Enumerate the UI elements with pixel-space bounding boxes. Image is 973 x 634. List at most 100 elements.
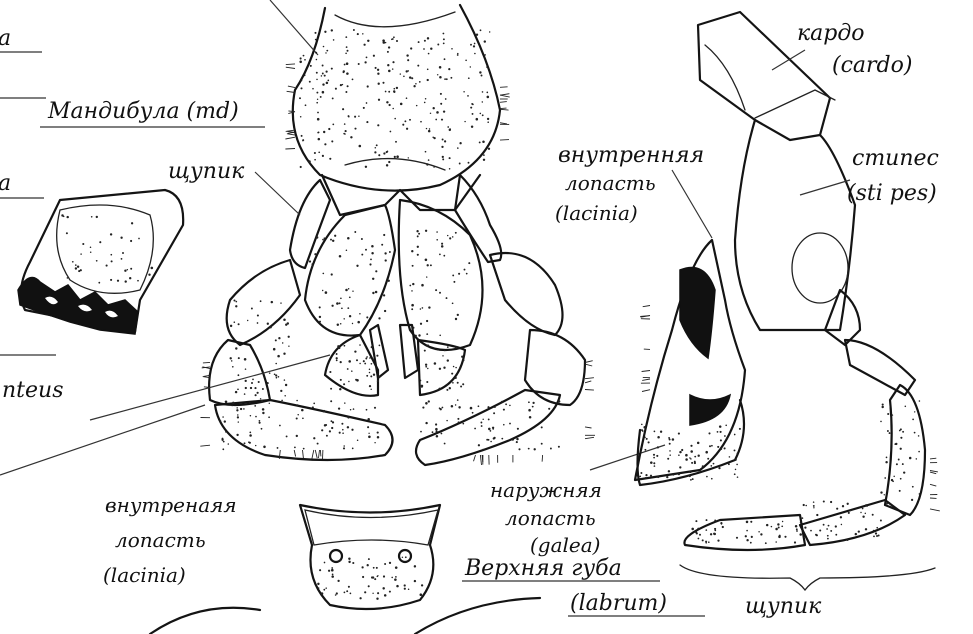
stipple-dot [451, 48, 453, 50]
stipple-dot [689, 457, 690, 458]
stipple-dot [344, 64, 346, 66]
stipple-dot [378, 99, 380, 101]
stipple-dot [446, 78, 448, 80]
hair-stroke [642, 390, 650, 392]
stipple-dot [244, 358, 247, 361]
stipple-dot [408, 589, 410, 591]
palp-bottom-label-group: щупик [745, 594, 822, 619]
stipple-dot [367, 40, 369, 42]
stipple-dot [689, 475, 691, 477]
stipple-dot [512, 438, 514, 440]
stipple-dot [238, 323, 240, 325]
stipple-dot [365, 249, 367, 251]
stipple-dot [440, 93, 442, 95]
stipple-dot [329, 158, 331, 160]
stipple-dot [387, 64, 389, 66]
stipple-dot [336, 359, 338, 361]
stipple-dot [377, 432, 379, 434]
stipple-dot [373, 55, 375, 57]
stipple-dot [750, 521, 752, 523]
stipple-dot [285, 324, 287, 326]
stipple-dot [354, 350, 356, 352]
stipple-dot [249, 434, 252, 437]
stipple-dot [317, 583, 319, 585]
stipple-dot [341, 307, 343, 309]
stipple-dot [340, 84, 342, 86]
stipple-dot [654, 431, 656, 433]
stipple-dot [278, 376, 280, 378]
hair-stroke [930, 458, 936, 459]
stipple-dot [106, 265, 108, 267]
stipple-dot [421, 584, 423, 586]
stipple-dot [487, 406, 489, 408]
stipple-dot [371, 245, 374, 248]
stipple-dot [297, 404, 299, 406]
stipple-dot [427, 69, 429, 71]
stipple-dot [325, 52, 326, 53]
stipple-dot [311, 265, 313, 267]
stipple-dot [122, 252, 124, 254]
stipple-dot [371, 363, 373, 365]
label-lacinia-bottom-1: внутренаяя [105, 493, 237, 517]
stipple-dot [268, 393, 270, 395]
stipple-dot [479, 141, 481, 143]
stipple-dot [331, 575, 334, 578]
stipple-dot [251, 382, 253, 384]
hair-stroke [500, 95, 510, 97]
stipple-dot [434, 362, 437, 365]
stipple-dot [426, 128, 427, 129]
stipple-dot [363, 44, 365, 46]
stipple-dot [391, 577, 393, 579]
stipple-dot [322, 273, 324, 275]
stipple-dot [372, 278, 374, 280]
stipple-dot [110, 279, 112, 281]
stipple-dot [678, 473, 680, 475]
stipple-dot [319, 569, 321, 571]
stipple-dot [359, 313, 361, 315]
stipple-dot [428, 159, 430, 161]
stipple-dot [99, 241, 101, 243]
label-lacinia-bottom-2: лопасть [115, 528, 206, 552]
stipple-dot [427, 368, 428, 369]
stipple-dot [407, 59, 409, 61]
stipple-dot [324, 424, 326, 426]
stipple-dot [439, 335, 441, 337]
stipple-dot [334, 235, 336, 237]
stipple-dot [425, 422, 427, 424]
stipple-dot [221, 439, 223, 441]
stipple-dot [455, 346, 457, 348]
stipple-dot [737, 453, 739, 455]
stipple-dot [377, 380, 379, 382]
stipple-dot [314, 32, 316, 34]
stipple-dot [442, 158, 444, 160]
stipple-dot [641, 424, 643, 426]
stipple-dot [412, 327, 414, 329]
stipple-dot [367, 85, 369, 87]
stipple-dot [322, 83, 324, 85]
stipple-dot [708, 432, 710, 434]
stipple-dot [369, 369, 371, 371]
stipple-dot [470, 107, 472, 109]
stipple-dot [446, 389, 448, 391]
stipple-dot [459, 163, 461, 165]
stipple-dot [746, 530, 748, 532]
stipple-dot [314, 152, 316, 154]
stipple-dot [420, 323, 422, 325]
stipple-dot [377, 436, 380, 439]
label-galea-1: наружняя [490, 478, 602, 502]
stipple-dot [347, 85, 349, 87]
stipple-dot [446, 297, 448, 299]
stipple-dot [862, 508, 864, 510]
stipple-dot [487, 96, 490, 99]
stipple-dot [548, 408, 550, 410]
stipple-dot [316, 59, 318, 61]
stipple-dot [900, 437, 902, 439]
stipple-dot [66, 216, 68, 218]
stipple-dot [368, 433, 369, 434]
label-stipes-ru: стипес [852, 146, 939, 171]
stipple-dot [231, 405, 233, 407]
stipple-dot [720, 522, 722, 524]
stipple-dot [697, 538, 699, 540]
stipple-dot [316, 92, 318, 94]
stipple-dot [427, 79, 429, 81]
